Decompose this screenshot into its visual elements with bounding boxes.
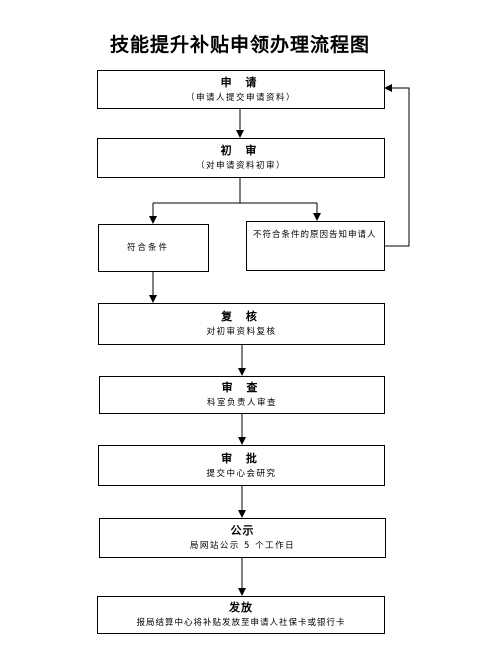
step-first-review: 初 审 （对申请资料初审） bbox=[97, 138, 385, 178]
step-first-review-title: 初 审 bbox=[220, 144, 262, 157]
step-recheck-title: 复 核 bbox=[221, 310, 262, 323]
step-recheck: 复 核 对初审资料复核 bbox=[98, 303, 385, 345]
page-title: 技能提升补贴申领办理流程图 bbox=[109, 34, 370, 56]
step-issue: 发放 报局结算中心将补贴发放至申请人社保卡或银行卡 bbox=[97, 596, 385, 634]
step-recheck-desc: 对初审资料复核 bbox=[206, 327, 277, 337]
step-unqualified: 不符合条件的原因告知申请人 bbox=[246, 221, 385, 271]
step-audit: 审 查 科室负责人审查 bbox=[99, 376, 385, 414]
step-issue-title: 发放 bbox=[229, 601, 253, 614]
step-apply-title: 申 请 bbox=[220, 75, 262, 89]
step-issue-desc: 报局结算中心将补贴发放至申请人社保卡或银行卡 bbox=[136, 618, 346, 628]
step-publicize-desc: 局网站公示 5 个工作日 bbox=[189, 541, 296, 551]
step-apply-desc: （申请人提交申请资料） bbox=[185, 92, 296, 103]
step-qualified: 符合条件 bbox=[98, 224, 209, 272]
step-publicize-title: 公示 bbox=[230, 524, 255, 537]
step-first-review-desc: （对申请资料初审） bbox=[195, 161, 286, 171]
step-approve-title: 审 批 bbox=[221, 451, 262, 465]
step-approve-desc: 提交中心会研究 bbox=[206, 468, 277, 479]
step-publicize: 公示 局网站公示 5 个工作日 bbox=[99, 518, 386, 558]
step-audit-title: 审 查 bbox=[221, 381, 263, 394]
step-audit-desc: 科室负责人审查 bbox=[206, 398, 277, 408]
step-qualified-desc: 符合条件 bbox=[127, 243, 170, 253]
step-apply: 申 请 （申请人提交申请资料） bbox=[97, 70, 385, 109]
arrow-fail-back-to-apply bbox=[384, 84, 410, 247]
step-unqualified-desc: 不符合条件的原因告知申请人 bbox=[253, 230, 377, 240]
step-approve: 审 批 提交中心会研究 bbox=[98, 445, 385, 486]
